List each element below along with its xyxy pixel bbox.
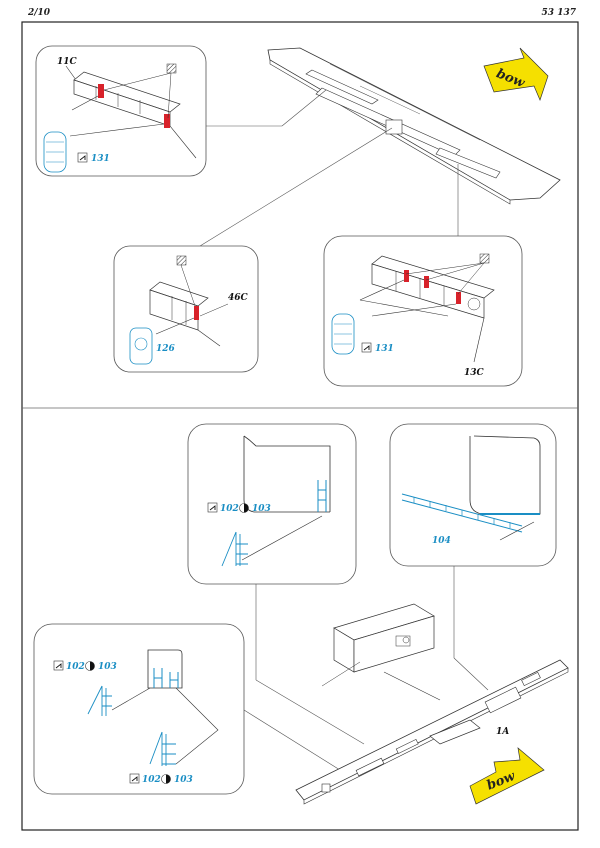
part-126: 126: [156, 344, 176, 354]
etch-part-131-top: [43, 131, 67, 173]
bow-arrow-icon: bow: [469, 747, 545, 805]
highlight-red-2: [164, 114, 170, 128]
label-46c: 46C: [228, 293, 249, 303]
highlight-red-5: [424, 276, 429, 288]
part-103-c: 103: [174, 775, 193, 785]
etch-part-126: [129, 327, 153, 365]
callout-104: 104: [389, 423, 557, 567]
highlight-red-1: [98, 84, 104, 98]
part-102-c: 102: [142, 775, 161, 785]
part-103-b: 103: [98, 662, 117, 672]
highlight-red-4: [404, 270, 409, 282]
bow-arrow-icon: bow: [483, 47, 549, 101]
page-frame: [21, 21, 579, 831]
label-11c: 11C: [57, 57, 78, 67]
highlight-red-6: [456, 292, 461, 304]
part-102-b: 102: [66, 662, 85, 672]
callout-13c: 131 13C: [323, 235, 523, 387]
part-131-top: 131: [91, 154, 110, 164]
highlight-red-3: [194, 306, 199, 320]
etch-railing-104: [401, 493, 523, 533]
callout-11c: 11C 131: [35, 45, 207, 177]
catalog-number: 53 137: [541, 8, 576, 18]
part-103-a: 103: [252, 504, 271, 514]
part-131-right: 131: [375, 344, 394, 354]
callout-ladder-top: 102 103: [187, 423, 357, 585]
label-13c: 13C: [464, 368, 485, 378]
etch-part-131-right: [331, 313, 355, 355]
hatched-surface-icon: [166, 63, 177, 74]
hatched-surface-icon: [176, 255, 187, 266]
etch-ladder-c: [149, 731, 176, 766]
etch-ladder-b: [87, 685, 112, 716]
hatched-surface-icon: [479, 253, 490, 264]
page-number: 2/10: [28, 8, 51, 18]
etch-ladder-a: [221, 531, 248, 567]
label-1a: 1A: [496, 727, 509, 737]
part-102-a: 102: [220, 504, 239, 514]
superstructure-part: [321, 603, 441, 701]
callout-46c: 46C 126: [113, 245, 259, 373]
callout-ladder-bottom: 102 103 102 103: [33, 623, 245, 795]
hull-side-view: [295, 659, 569, 805]
hull-top-view: [267, 47, 561, 205]
part-104: 104: [432, 536, 451, 546]
